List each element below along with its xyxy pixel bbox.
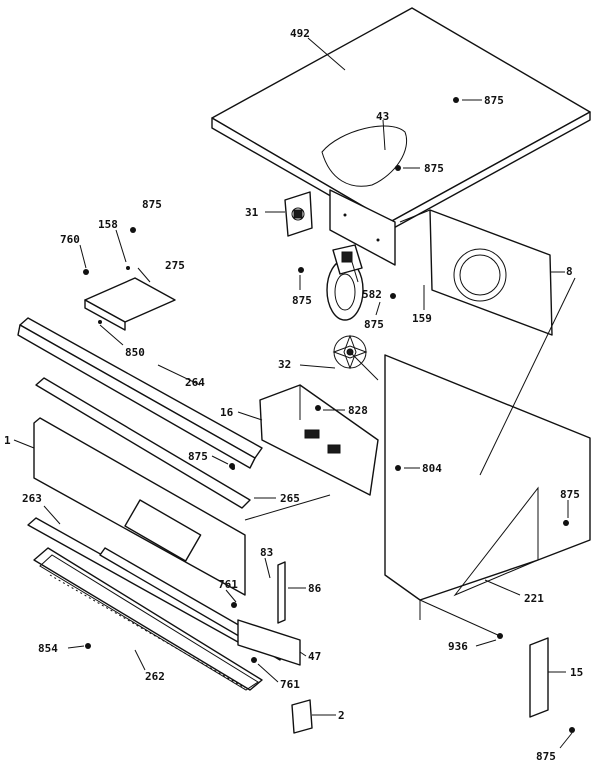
callout-15: 15 xyxy=(570,666,583,679)
callout-761: 761 xyxy=(280,678,300,691)
callout-43: 43 xyxy=(376,110,389,123)
callout-875: 875 xyxy=(142,198,162,211)
callout-86: 86 xyxy=(308,582,322,595)
callout-275: 275 xyxy=(165,259,185,272)
callout-875: 875 xyxy=(188,450,208,463)
fan-housing-part xyxy=(326,244,364,321)
callout-16: 16 xyxy=(220,406,234,419)
callout-760: 760 xyxy=(60,233,80,246)
callout-83: 83 xyxy=(260,546,273,559)
fan-part xyxy=(332,334,379,381)
callout-875: 875 xyxy=(364,318,384,331)
leader-lines xyxy=(13,37,576,749)
knob-part xyxy=(291,699,313,734)
rail-part xyxy=(35,377,251,509)
callout-761: 761 xyxy=(218,578,238,591)
callout-854: 854 xyxy=(38,642,58,655)
callout-262: 262 xyxy=(145,670,165,683)
callout-264: 264 xyxy=(185,376,205,389)
grille-part xyxy=(33,547,263,691)
callout-158: 158 xyxy=(98,218,118,231)
callout-31: 31 xyxy=(245,206,259,219)
callout-875: 875 xyxy=(292,294,312,307)
callout-850: 850 xyxy=(125,346,145,359)
callout-875: 875 xyxy=(560,488,580,501)
control-bracket-part xyxy=(84,266,176,331)
callout-32: 32 xyxy=(278,358,291,371)
top-cover-part xyxy=(211,7,591,266)
callout-875: 875 xyxy=(536,750,556,763)
callout-263: 263 xyxy=(22,492,42,505)
callout-2: 2 xyxy=(338,709,345,722)
side-panel-part xyxy=(384,354,591,620)
top-trim-part xyxy=(17,317,263,469)
screw-icon xyxy=(83,97,575,733)
rear-duct-part xyxy=(399,209,553,336)
callout-804: 804 xyxy=(422,462,442,475)
callout-1: 1 xyxy=(4,434,11,447)
callout-159: 159 xyxy=(412,312,432,325)
control-panel-part xyxy=(33,417,246,596)
bracket-part xyxy=(284,191,313,237)
callout-828: 828 xyxy=(348,404,368,417)
callout-221: 221 xyxy=(524,592,544,605)
callout-492: 492 xyxy=(290,27,310,40)
callout-936: 936 xyxy=(448,640,468,653)
callout-582: 582 xyxy=(362,288,382,301)
callout-875: 875 xyxy=(484,94,504,107)
lower-bracket-part xyxy=(237,619,301,666)
strip-part xyxy=(277,561,286,624)
callout-875: 875 xyxy=(424,162,444,175)
callout-47: 47 xyxy=(308,650,321,663)
side-strip-part xyxy=(529,637,549,718)
callout-8: 8 xyxy=(566,265,573,278)
callout-labels: 492 875 43 875 31 875 158 760 275 8 582 … xyxy=(4,27,583,763)
control-board-part xyxy=(259,384,379,496)
callout-265: 265 xyxy=(280,492,300,505)
